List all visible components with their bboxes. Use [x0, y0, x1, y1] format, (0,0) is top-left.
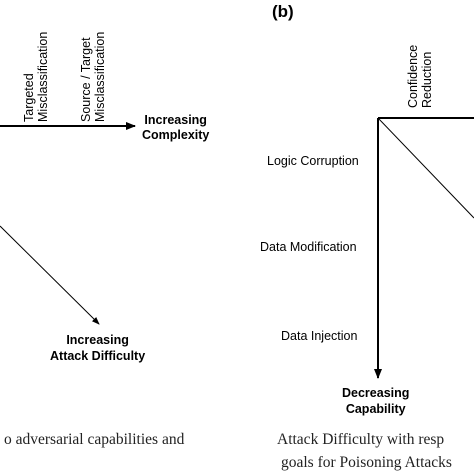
increasing-attack-difficulty-label: Increasing Attack Difficulty — [50, 332, 145, 364]
left-caption: o adversarial capabilities and — [4, 431, 185, 448]
difficulty-line1: Increasing — [66, 333, 129, 347]
targeted-line1: Targeted — [22, 73, 36, 122]
complexity-line1: Increasing — [144, 113, 207, 127]
source-target-line2: Misclassification — [93, 31, 107, 122]
capability-line2: Capability — [345, 402, 406, 416]
confidence-line1: Confidence — [406, 44, 420, 108]
difficulty-line2: Attack Difficulty — [50, 349, 146, 363]
source-target-line1: Source / Target — [79, 37, 93, 122]
right-caption-line1: Attack Difficulty with resp — [277, 431, 445, 448]
data-injection-label: Data Injection — [281, 329, 358, 343]
data-modification-label: Data Modification — [260, 240, 357, 254]
targeted-line2: Misclassification — [36, 31, 50, 122]
capability-line1: Decreasing — [342, 386, 410, 400]
targeted-misclassification-label: Targeted Misclassification — [22, 32, 50, 122]
confidence-line2: Reduction — [420, 51, 434, 108]
source-target-misclassification-label: Source / Target Misclassification — [79, 32, 107, 122]
difficulty-arrow — [0, 225, 100, 325]
complexity-line2: Complexity — [142, 128, 210, 142]
panel-b-label: (b) — [272, 2, 294, 21]
confidence-reduction-label: Confidence Reduction — [406, 45, 434, 108]
decreasing-capability-label: Decreasing Capability — [342, 385, 409, 417]
right-diagonal-line — [377, 117, 474, 219]
right-caption-line2: goals for Poisoning Attacks — [281, 454, 452, 471]
logic-corruption-label: Logic Corruption — [267, 154, 359, 168]
increasing-complexity-label: Increasing Complexity — [142, 113, 209, 143]
